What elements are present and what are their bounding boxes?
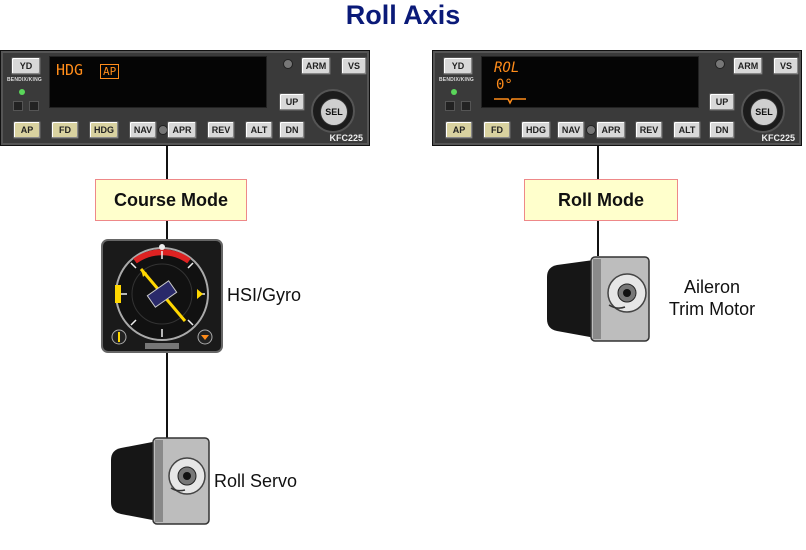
- course-mode-box: Course Mode: [95, 179, 247, 221]
- screw-icon: [283, 59, 293, 69]
- autopilot-display: ROL 0°: [481, 56, 699, 108]
- brand-label: BENDIX/KING: [7, 77, 42, 83]
- roll-mode-box: Roll Mode: [524, 179, 678, 221]
- aileron-label-line2: Trim Motor: [668, 299, 756, 319]
- model-label: KFC225: [329, 133, 363, 143]
- connector-line: [166, 220, 168, 240]
- display-value: 0°: [496, 77, 513, 93]
- hdg-button[interactable]: HDG: [89, 121, 119, 139]
- ap-button[interactable]: AP: [13, 121, 41, 139]
- indicator-square: [445, 101, 455, 111]
- roll-servo-icon: [111, 437, 210, 525]
- connector-line: [597, 220, 599, 256]
- display-mode: HDG: [56, 61, 84, 79]
- arm-button[interactable]: ARM: [733, 57, 763, 75]
- model-label: KFC225: [761, 133, 795, 143]
- hsi-gyro-icon: [101, 239, 223, 353]
- fd-button[interactable]: FD: [483, 121, 511, 139]
- autopilot-display: HDG AP: [49, 56, 267, 108]
- sel-label: SEL: [320, 98, 348, 126]
- sel-knob[interactable]: SEL: [741, 89, 785, 133]
- status-led: [19, 89, 25, 95]
- rev-button[interactable]: REV: [207, 121, 235, 139]
- dn-button[interactable]: DN: [279, 121, 305, 139]
- rev-button[interactable]: REV: [635, 121, 663, 139]
- arm-button[interactable]: ARM: [301, 57, 331, 75]
- indicator-square: [13, 101, 23, 111]
- alt-button[interactable]: ALT: [245, 121, 273, 139]
- brand-label: BENDIX/KING: [439, 77, 474, 83]
- sel-label: SEL: [750, 98, 778, 126]
- hdg-button[interactable]: HDG: [521, 121, 551, 139]
- status-led: [451, 89, 457, 95]
- roll-servo-label: Roll Servo: [214, 471, 298, 491]
- yd-button[interactable]: YD: [443, 57, 473, 75]
- diagram-title: Roll Axis: [345, 0, 461, 30]
- apr-button[interactable]: APR: [167, 121, 197, 139]
- fd-button[interactable]: FD: [51, 121, 79, 139]
- ap-button[interactable]: AP: [445, 121, 473, 139]
- roll-pointer-icon: [494, 98, 526, 105]
- connector-line: [597, 145, 599, 179]
- vs-button[interactable]: VS: [341, 57, 367, 75]
- apr-button[interactable]: APR: [596, 121, 626, 139]
- autopilot-panel-left: YD BENDIX/KING HDG AP ARM VS UP DN SEL A…: [0, 50, 370, 146]
- screw-icon: [586, 125, 596, 135]
- hsi-gyro-label: HSI/Gyro: [227, 285, 302, 305]
- alt-button[interactable]: ALT: [673, 121, 701, 139]
- up-button[interactable]: UP: [279, 93, 305, 111]
- connector-line: [166, 145, 168, 179]
- aileron-trim-motor-label: Aileron Trim Motor: [652, 276, 772, 320]
- screw-icon: [715, 59, 725, 69]
- nav-button[interactable]: NAV: [557, 121, 585, 139]
- indicator-square: [29, 101, 39, 111]
- indicator-square: [461, 101, 471, 111]
- aileron-label-line1: Aileron: [683, 277, 741, 297]
- display-annunciator: AP: [100, 64, 120, 79]
- up-button[interactable]: UP: [709, 93, 735, 111]
- nav-button[interactable]: NAV: [129, 121, 157, 139]
- vs-button[interactable]: VS: [773, 57, 799, 75]
- autopilot-panel-right: YD BENDIX/KING ROL 0° ARM VS UP DN SEL A…: [432, 50, 802, 146]
- dn-button[interactable]: DN: [709, 121, 735, 139]
- aileron-trim-motor-icon: [547, 256, 650, 342]
- display-mode: ROL: [494, 60, 520, 76]
- sel-knob[interactable]: SEL: [311, 89, 355, 133]
- connector-line: [166, 352, 168, 438]
- yd-button[interactable]: YD: [11, 57, 41, 75]
